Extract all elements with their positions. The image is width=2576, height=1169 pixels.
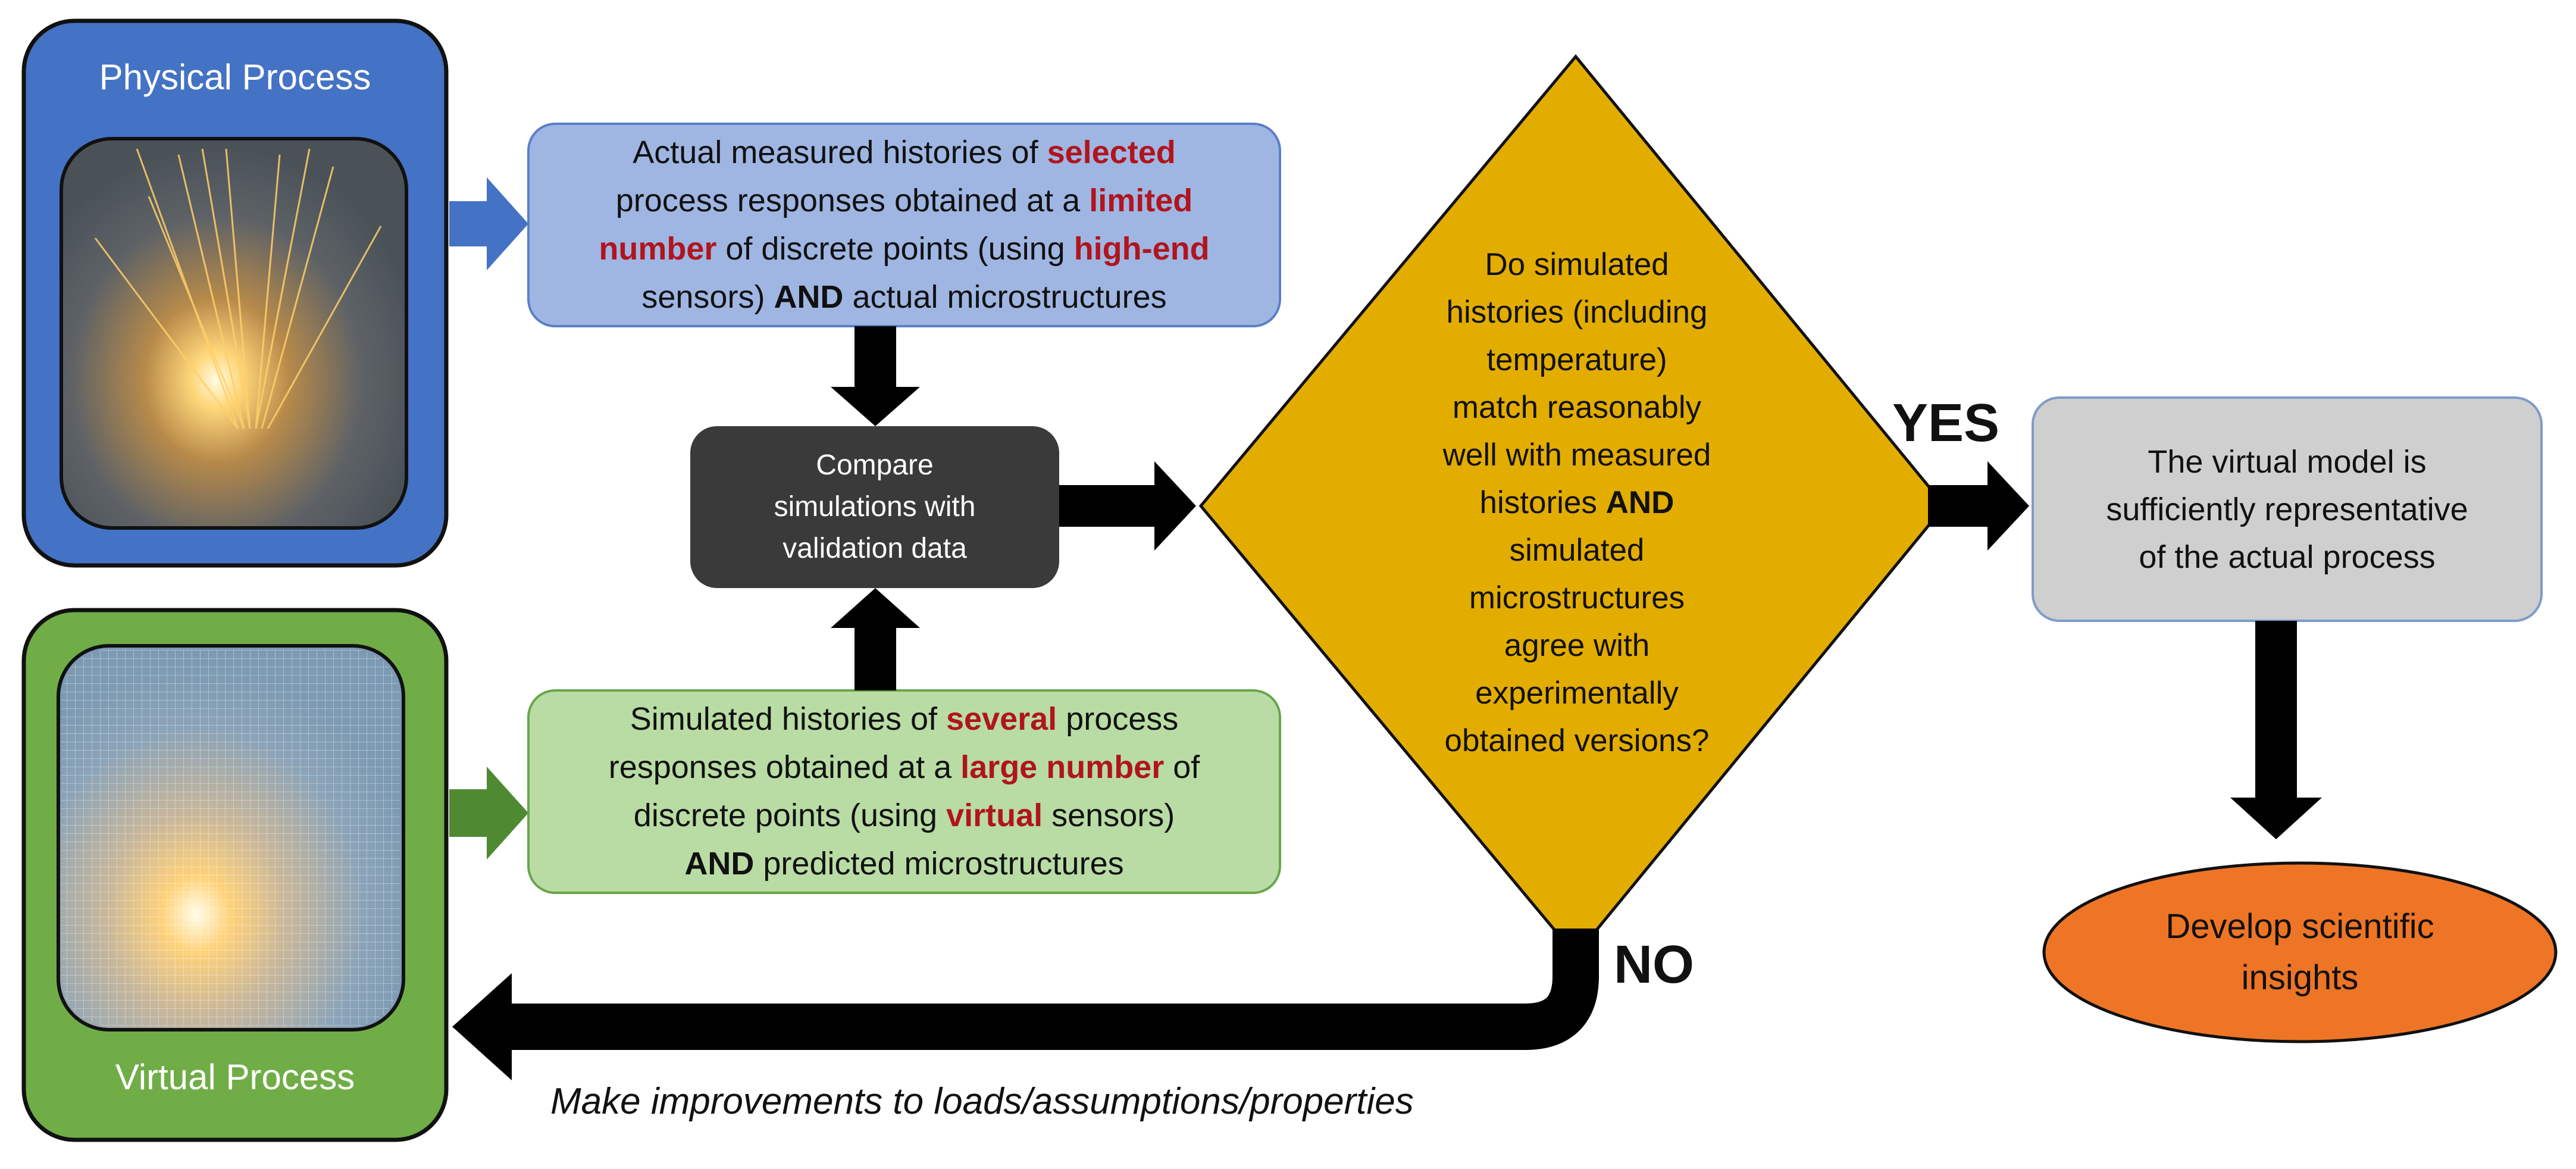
physical-process-title: Physical Process xyxy=(99,57,371,97)
arrow-compare-to-decision xyxy=(1059,461,1196,551)
mesh-overlay xyxy=(62,649,400,1026)
measured-highlight: number xyxy=(599,231,717,267)
result-text: The virtual model is sufficiently repres… xyxy=(2033,398,2541,621)
decision-line: well with measured xyxy=(1442,437,1711,473)
spark-lines xyxy=(94,148,382,429)
compare-text: Compare simulations with validation data xyxy=(690,426,1059,588)
result-line: The virtual model is xyxy=(2148,443,2427,480)
simulated-text: predicted microstructures xyxy=(754,846,1124,882)
decision-line: histories (including xyxy=(1446,295,1708,330)
result-line: sufficiently representative xyxy=(2106,491,2468,527)
decision-text: Do simulated histories (including temper… xyxy=(1369,235,1785,771)
decision-line: experimentally xyxy=(1475,676,1679,711)
no-label: NO xyxy=(1614,935,1694,995)
yes-label: YES xyxy=(1892,393,2000,453)
arrow-measured-to-compare xyxy=(831,326,920,426)
compare-line: validation data xyxy=(782,533,967,564)
virtual-process-title: Virtual Process xyxy=(115,1057,355,1097)
measured-histories-text: Actual measured histories of selected pr… xyxy=(528,124,1280,326)
simulated-highlight: virtual xyxy=(946,798,1043,833)
simulated-highlight: large number xyxy=(960,749,1165,785)
measured-highlight: limited xyxy=(1089,183,1193,218)
feedback-loop-line xyxy=(506,929,1599,1050)
decision-line: Do simulated xyxy=(1485,247,1669,282)
simulated-histories-text: Simulated histories of several process r… xyxy=(528,690,1280,893)
simulated-text: discrete points (using xyxy=(633,798,947,833)
insights-ellipse xyxy=(2042,861,2558,1043)
decision-line: match reasonably xyxy=(1452,390,1702,425)
insights-line: Develop scientific xyxy=(2165,907,2434,946)
measured-text: sensors) xyxy=(641,279,774,315)
result-line: of the actual process xyxy=(2139,539,2436,575)
arrow-result-to-insights xyxy=(2230,621,2322,839)
arrow-virtual-to-simulated xyxy=(449,767,528,859)
decision-bold: AND xyxy=(1605,485,1674,520)
decision-line: simulated xyxy=(1509,533,1645,568)
compare-line: Compare xyxy=(816,449,934,481)
measured-text: actual microstructures xyxy=(843,279,1167,315)
measured-text: Actual measured histories of xyxy=(633,135,1047,170)
simulated-text: Simulated histories of xyxy=(630,701,946,737)
compare-box xyxy=(690,426,1059,588)
simulated-text: process xyxy=(1057,701,1179,737)
measured-highlight: selected xyxy=(1047,135,1176,170)
arrow-no-to-virtual xyxy=(452,973,512,1080)
arrow-simulated-to-compare xyxy=(831,588,920,690)
decision-line: agree with xyxy=(1504,628,1650,663)
measured-text: process responses obtained at a xyxy=(615,183,1090,218)
insights-line: insights xyxy=(2241,958,2359,997)
simulated-highlight: several xyxy=(946,701,1057,737)
arrow-physical-to-measured xyxy=(449,177,528,270)
measured-text: of discrete points (using xyxy=(716,231,1074,267)
simulated-histories-box xyxy=(527,689,1281,894)
simulated-text: responses obtained at a xyxy=(608,749,961,785)
decision-line: obtained versions? xyxy=(1444,723,1710,758)
measured-highlight: high-end xyxy=(1073,231,1210,267)
measured-histories-box xyxy=(527,123,1281,327)
decision-line: microstructures xyxy=(1469,580,1685,615)
arrow-yes xyxy=(1928,461,2029,551)
measured-bold: AND xyxy=(774,279,844,315)
decision-line: temperature) xyxy=(1486,342,1667,377)
insights-text: Develop scientific insights xyxy=(2044,863,2556,1042)
decision-line: histories xyxy=(1479,485,1606,520)
compare-line: simulations with xyxy=(774,491,976,523)
simulated-bold: AND xyxy=(684,846,755,882)
improvement-caption: Make improvements to loads/assumptions/p… xyxy=(550,1081,1414,1122)
simulated-text: sensors) xyxy=(1043,798,1175,833)
simulated-text: of xyxy=(1164,749,1200,785)
